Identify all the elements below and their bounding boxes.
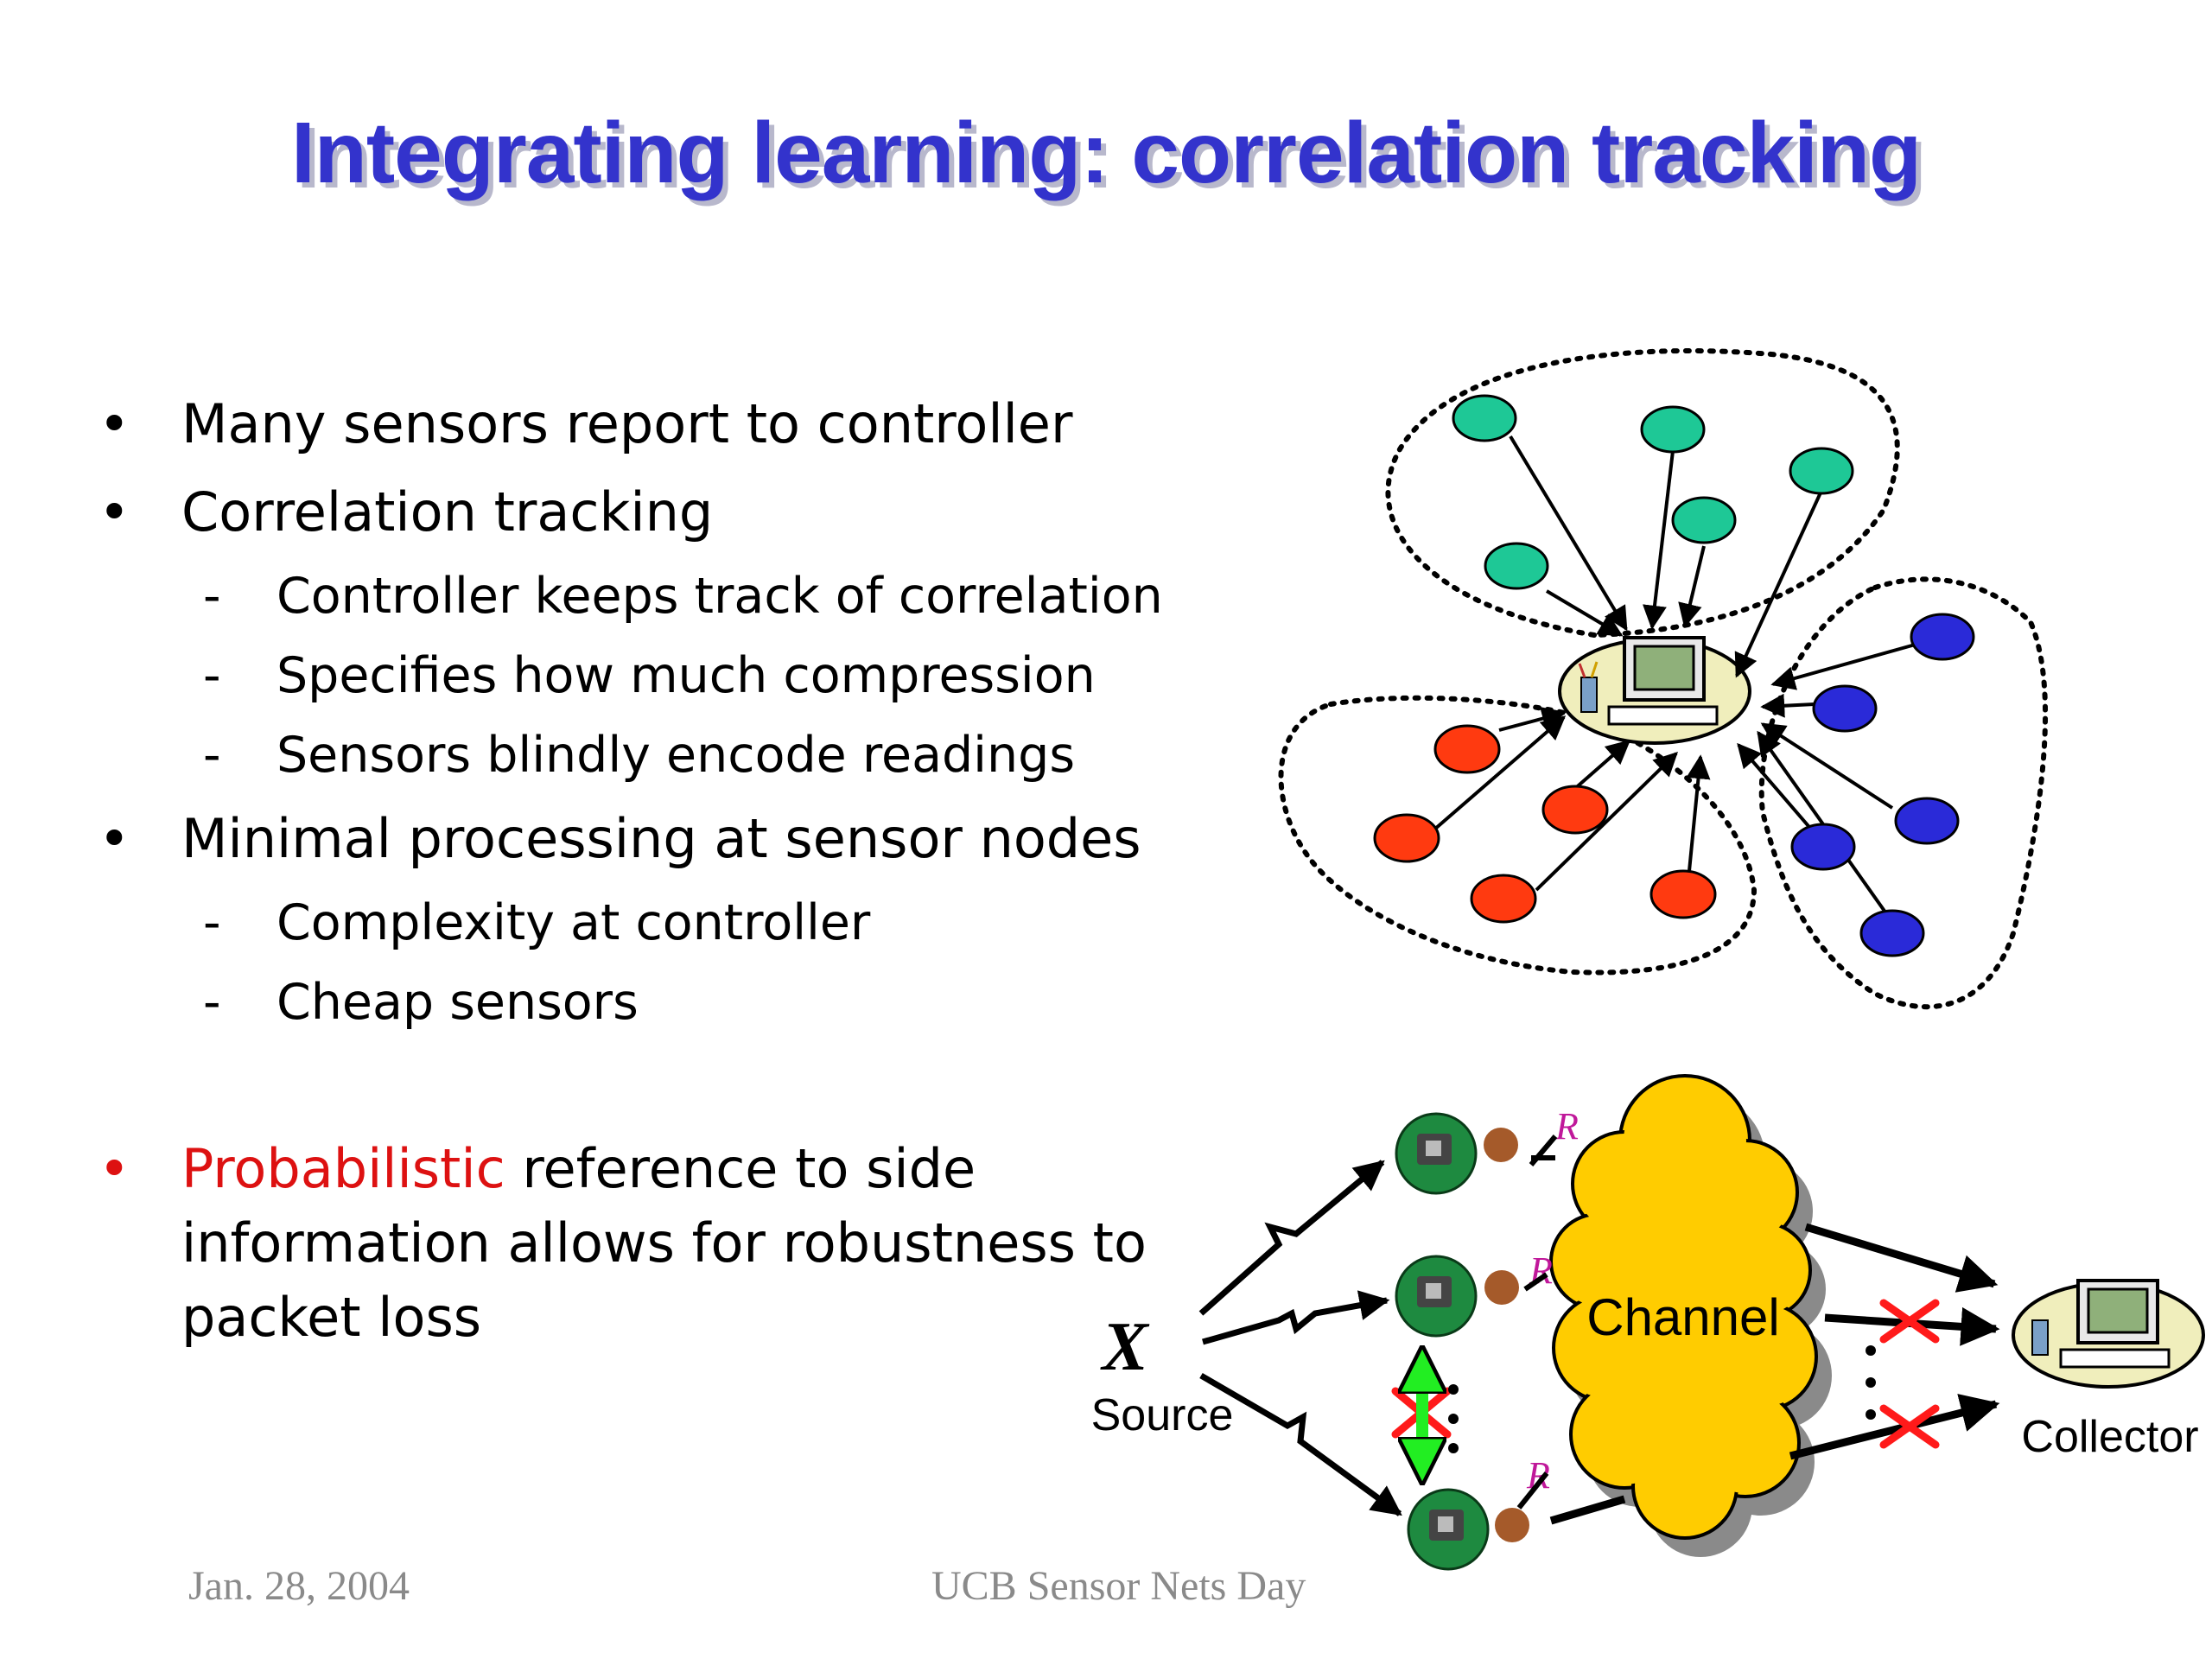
bullet-text: Minimal processing at sensor nodes [181, 807, 1141, 870]
sub-bullet-text: Specifies how much compression [276, 647, 1096, 704]
ellipsis-dots [1448, 1345, 1876, 1453]
slide-title: Integrating learning: correlation tracki… [290, 105, 1922, 201]
report-arrow [1571, 740, 1631, 792]
source-links [1198, 1160, 1402, 1516]
robustness-line-1: Probabilistic reference to side [86, 1132, 1210, 1206]
report-arrow [1535, 752, 1679, 892]
report-arrow [1760, 693, 1815, 718]
report-arrow [1433, 715, 1567, 831]
sub-bullet-text: Sensors blindly encode readings [276, 727, 1076, 784]
wireless-link [1198, 1160, 1385, 1316]
source-symbol: X [1099, 1309, 1149, 1385]
footer-event: UCB Sensor Nets Day [931, 1563, 1306, 1609]
bullet-text: Correlation tracking [181, 480, 714, 543]
sensor-node-green [1789, 447, 1854, 495]
sub-bullet-text: Cheap sensors [276, 974, 639, 1031]
sensor-node-red [1470, 874, 1537, 924]
collector-label: Collector [2021, 1412, 2198, 1462]
sensor-node-green [1671, 496, 1737, 544]
sensor-node-green [1452, 394, 1517, 442]
wireless-link [1199, 1372, 1402, 1516]
highlight-word: Probabilistic [181, 1137, 505, 1200]
bullet-dot: • [99, 480, 130, 543]
channel-output-link [1789, 1394, 2000, 1460]
bullet-item: • Correlation tracking [86, 468, 1210, 556]
correlation-network-diagram [1278, 347, 2049, 1010]
sensor-node-red [1433, 724, 1501, 774]
sensor-node-blue [1859, 909, 1925, 957]
sub-bullet-dash: - [203, 568, 221, 625]
sub-bullet-item: -Specifies how much compression [86, 636, 1210, 715]
green-sensors [1452, 394, 1854, 590]
bullet-dot: • [99, 1137, 130, 1200]
sensor-board [1395, 1112, 1518, 1195]
sensor-node-red [1649, 869, 1717, 919]
sensor-node-blue [1894, 797, 1960, 845]
sensor-node-blue [1790, 823, 1856, 871]
bullet-item: • Minimal processing at sensor nodes [86, 795, 1210, 883]
sensor-node-green [1640, 405, 1706, 454]
blue-sensors [1790, 613, 1975, 957]
channel-cloud [1549, 1074, 1832, 1557]
sensor-node-red [1541, 785, 1609, 835]
rate-tick-marks [1516, 1135, 1558, 1510]
report-arrow [1770, 642, 1919, 690]
sub-bullet-dash: - [203, 974, 221, 1031]
packet-loss-x-icon [1879, 1299, 1940, 1344]
sensor-node-blue [1812, 684, 1878, 733]
channel-output-link [1549, 1495, 1626, 1525]
robustness-line-2: information allows for robustness to [181, 1211, 1147, 1274]
packet-loss-x-icon [1879, 1404, 1940, 1449]
sub-bullet-dash: - [203, 894, 221, 951]
channel-diagram: Channel X Source [1091, 1074, 2205, 1571]
sub-bullet-item: -Controller keeps track of correlation [86, 556, 1210, 636]
sub-bullet-item: -Sensors blindly encode readings [86, 715, 1210, 795]
report-arrow [1686, 754, 1711, 872]
source-label: Source [1091, 1390, 1234, 1440]
bullet-text: Many sensors report to controller [181, 392, 1073, 455]
report-arrow [1760, 722, 1894, 810]
collector-computer-icon [2012, 1279, 2205, 1389]
robustness-bullet: • Probabilistic reference to side inform… [86, 1132, 1210, 1355]
cluster-outline-green [1385, 347, 1900, 639]
report-arrow [1678, 545, 1706, 628]
sub-bullet-dash: - [203, 727, 221, 784]
bullet-item: • Many sensors report to controller [86, 380, 1210, 468]
sub-bullet-dash: - [203, 647, 221, 704]
rate-label: R [1554, 1105, 1579, 1147]
report-arrow [1737, 742, 1821, 840]
sub-bullet-item: -Complexity at controller [86, 883, 1210, 963]
sub-bullet-text: Complexity at controller [276, 894, 871, 951]
robustness-line-3: packet loss [181, 1286, 482, 1349]
sensor-board [1395, 1255, 1519, 1338]
red-sensors [1373, 724, 1717, 924]
report-arrows [1433, 435, 1919, 918]
bullet-list: • Many sensors report to controller • Corr… [86, 380, 1210, 1042]
channel-label: Channel [1586, 1288, 1780, 1346]
sensor-node-blue [1910, 613, 1975, 661]
footer-date: Jan. 28, 2004 [188, 1563, 410, 1609]
report-arrow [1643, 450, 1675, 630]
sub-bullet-text: Controller keeps track of correlation [276, 568, 1163, 625]
sensor-board [1407, 1488, 1529, 1571]
bullet-dot: • [99, 807, 130, 870]
report-arrow [1545, 589, 1624, 637]
controller-computer-icon [1558, 636, 1751, 745]
wireless-link [1202, 1290, 1390, 1345]
report-arrow [1509, 435, 1628, 632]
sub-bullet-item: -Cheap sensors [86, 963, 1210, 1042]
report-arrow [1734, 490, 1823, 678]
cluster-outline-blue [1758, 576, 2049, 1010]
bullet-dot: • [99, 392, 130, 455]
robustness-text-1: reference to side [505, 1137, 976, 1200]
channel-output-link [1804, 1223, 1999, 1293]
sensor-node-green [1484, 542, 1549, 590]
sensor-node-red [1373, 813, 1440, 863]
sensor-boards [1395, 1112, 1529, 1571]
